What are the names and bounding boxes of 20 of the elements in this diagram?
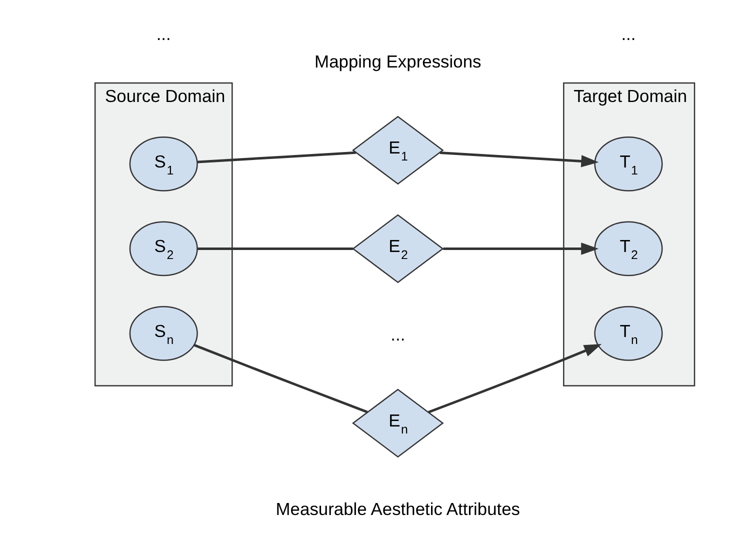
label: ... [156, 24, 170, 44]
node-diamond: E$_{2}$ [352, 214, 444, 284]
node-ellipse: S$_{n}$ [128, 306, 198, 361]
node-ellipse: S$_{2}$ [128, 221, 198, 276]
label: Mapping Expressions [314, 52, 481, 72]
arrow [442, 242, 598, 255]
arrow [428, 344, 602, 414]
label: ... [620, 24, 636, 44]
node-ellipse: T$_{1}$ [594, 136, 662, 192]
label: Measurable Aesthetic Attributes [275, 499, 520, 520]
connector [197, 247, 353, 250]
node-diamond: E$_{1}$ [352, 116, 444, 185]
connector [193, 344, 368, 414]
node-ellipse: T$_{2}$ [594, 221, 662, 276]
label: ... [390, 324, 405, 345]
node-ellipse: S$_{1}$ [128, 136, 198, 192]
arrow [439, 151, 598, 168]
node-diamond: E$_{n}$ [352, 388, 444, 458]
node-ellipse: T$_{n}$ [594, 306, 662, 361]
connector [197, 151, 356, 164]
